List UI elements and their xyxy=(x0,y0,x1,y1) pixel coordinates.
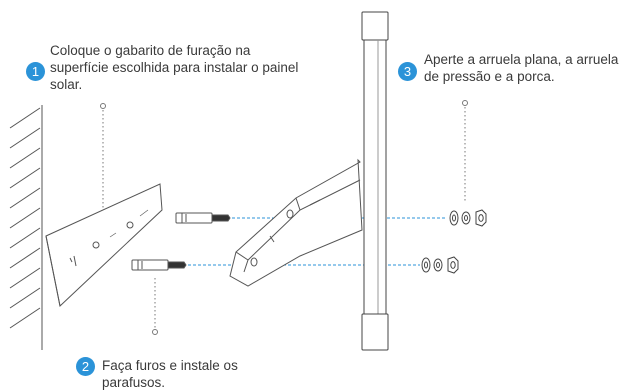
drilling-template xyxy=(45,183,163,307)
step-1-text: Coloque o gabarito de furação na superfí… xyxy=(50,43,299,92)
nut xyxy=(475,209,487,227)
flat-washer xyxy=(449,210,459,226)
step-number-badge: 2 xyxy=(76,357,95,376)
flat-washer xyxy=(421,257,431,273)
spring-washer xyxy=(433,258,443,272)
nut xyxy=(447,256,459,274)
step-number-badge: 1 xyxy=(26,62,45,81)
callout-leaders xyxy=(102,107,466,328)
expansion-screw xyxy=(131,259,187,271)
pole xyxy=(361,11,389,351)
expansion-screw xyxy=(175,212,231,224)
step-3-text: Aperte a arruela plana, a arruela de pre… xyxy=(424,52,619,84)
step-number-badge: 3 xyxy=(398,62,417,81)
step-2-text: Faça furos e instale os parafusos. xyxy=(102,358,238,390)
wall-hatching xyxy=(9,105,43,350)
spring-washer xyxy=(461,211,471,225)
callout-leader-ends xyxy=(100,100,468,335)
mounting-bracket xyxy=(229,158,363,287)
